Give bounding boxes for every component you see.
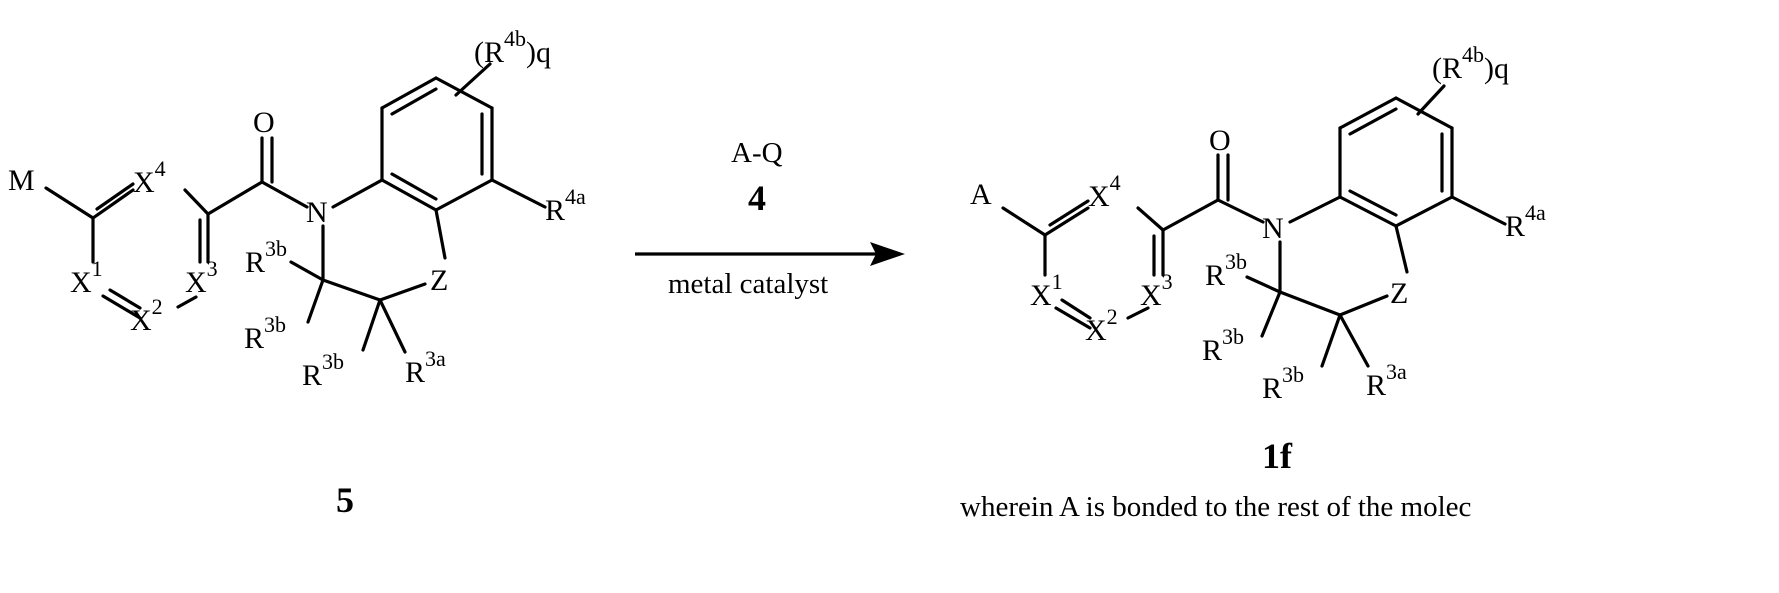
product-r3a-label: R3a	[1366, 359, 1407, 402]
reactant-nitrogen-label: N	[306, 196, 328, 229]
reactant-bonds	[46, 64, 545, 352]
product-bonds	[1003, 86, 1505, 366]
product-r3b-label-3: R3b	[1262, 362, 1304, 405]
reactant-x4-label: X4	[133, 156, 166, 199]
reactant-x2-label: X2	[130, 294, 163, 337]
reagent-number: 4	[748, 178, 766, 218]
reactant-r4b-label: (R4b)q	[474, 26, 551, 69]
reactant-z-label: Z	[430, 264, 448, 297]
product-compound-number: 1f	[1262, 436, 1293, 476]
reactant-r3b-label-2: R3b	[244, 312, 286, 355]
product-structure: A X4 X1 X3 X2 O N Z R3b R3b R3b R3a R4a …	[960, 42, 1546, 523]
product-r4a-label: R4a	[1505, 200, 1546, 243]
product-footnote: wherein A is bonded to the rest of the m…	[960, 491, 1471, 523]
product-oxygen-label: O	[1209, 124, 1231, 157]
product-nitrogen-label: N	[1262, 212, 1284, 245]
reactant-r3b-label-3: R3b	[302, 349, 344, 392]
reaction-arrow-group: A-Q 4 metal catalyst	[635, 137, 905, 300]
reactant-oxygen-label: O	[253, 106, 275, 139]
product-x3-label: X3	[1140, 269, 1173, 312]
product-z-label: Z	[1390, 277, 1408, 310]
reagent-label: A-Q	[731, 137, 783, 169]
reactant-substituent-m: M	[8, 164, 35, 197]
reactant-r3b-label-1: R3b	[245, 236, 287, 279]
reactant-compound-number: 5	[336, 480, 354, 520]
reactant-r4a-label: R4a	[545, 184, 586, 227]
reactant-structure: M X4 X1 X3 X2 O N Z R3b R3b R3b R3a R4a …	[8, 26, 586, 520]
product-substituent-a: A	[970, 178, 992, 211]
product-x2-label: X2	[1085, 304, 1118, 347]
reactant-r3a-label: R3a	[405, 346, 446, 389]
product-r3b-label-1: R3b	[1205, 249, 1247, 292]
product-r3b-label-2: R3b	[1202, 324, 1244, 367]
product-x4-label: X4	[1088, 170, 1121, 213]
product-r4b-label: (R4b)q	[1432, 42, 1509, 85]
condition-label: metal catalyst	[668, 268, 828, 300]
reactant-x1-label: X1	[70, 256, 103, 299]
